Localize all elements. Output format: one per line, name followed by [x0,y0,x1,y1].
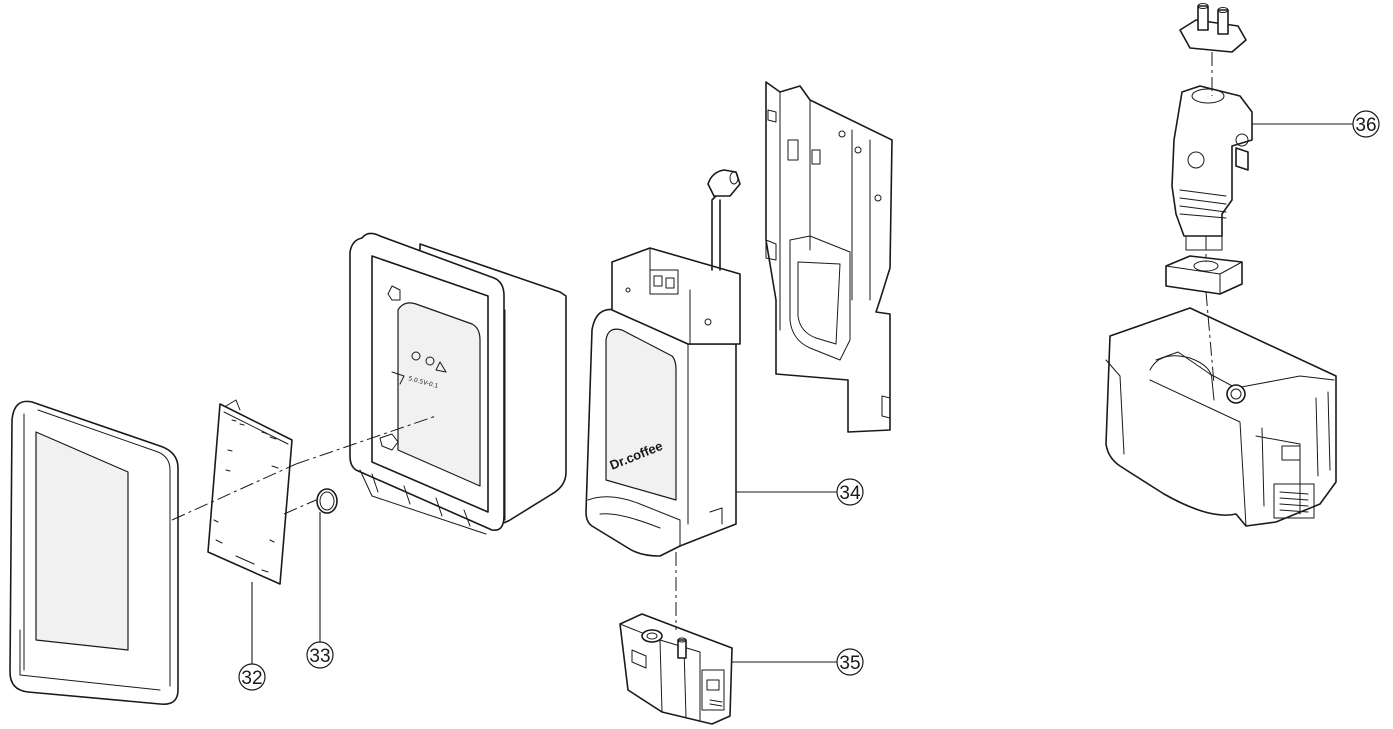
callout-35: 35 [732,648,864,676]
seal-block [1165,255,1243,295]
valve-block [619,613,733,725]
callout-36-label: 36 [1355,115,1376,136]
filter-valve [1171,3,1253,251]
circuit-board [207,399,293,585]
display-bezel [9,400,179,706]
callout-33-label: 33 [309,646,330,667]
callout-32: 32 [238,582,266,691]
mounting-frame [765,81,893,433]
callout-32-label: 32 [241,668,262,689]
callout-34-label: 34 [839,483,861,504]
callout-35-label: 35 [839,653,860,674]
callout-33: 33 [306,512,334,669]
coin-battery [316,488,338,514]
water-tank [1105,307,1337,527]
assembly-axes [171,52,1215,630]
main-front-panel: Dr.coffee [585,169,741,557]
callout-36: 36 [1252,110,1380,138]
display-housing: 5.0.5V-0.1 [349,232,567,535]
callout-34: 34 [736,478,864,506]
